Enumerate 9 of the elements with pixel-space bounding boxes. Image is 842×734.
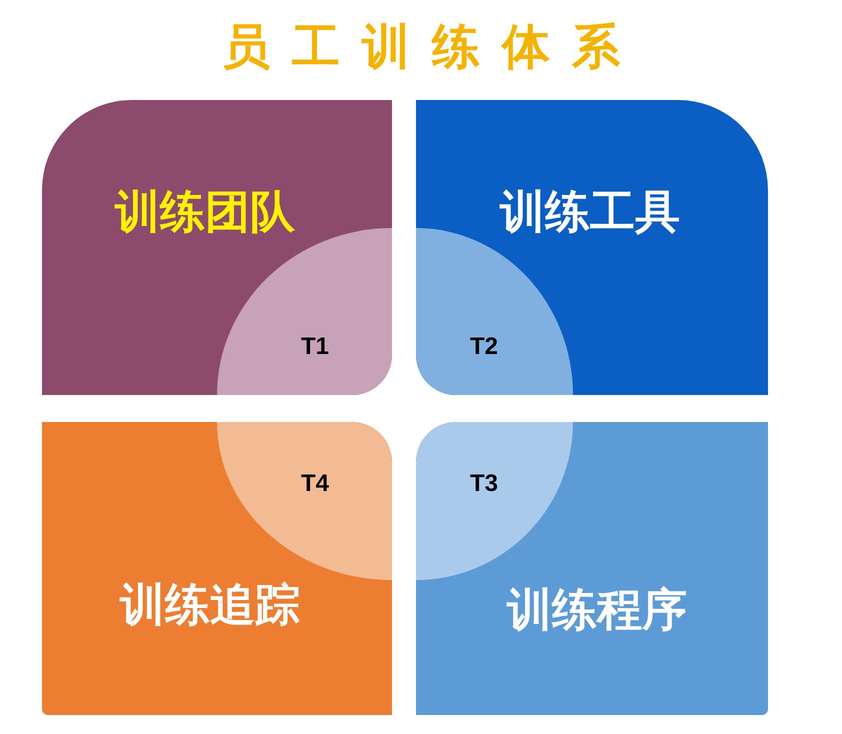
quadrant-title: 训练追踪: [120, 579, 300, 631]
petal-segment: T3: [416, 422, 573, 580]
petal-segment: T4: [217, 422, 392, 580]
quadrant-panel: [42, 100, 392, 395]
diagram-title: 员工训练体系: [221, 21, 642, 74]
quadrant-panel: [42, 422, 392, 715]
quadrant-panel: [416, 422, 768, 715]
quadrant-title: 训练程序: [507, 584, 687, 636]
quadrant-panel: [416, 100, 768, 395]
